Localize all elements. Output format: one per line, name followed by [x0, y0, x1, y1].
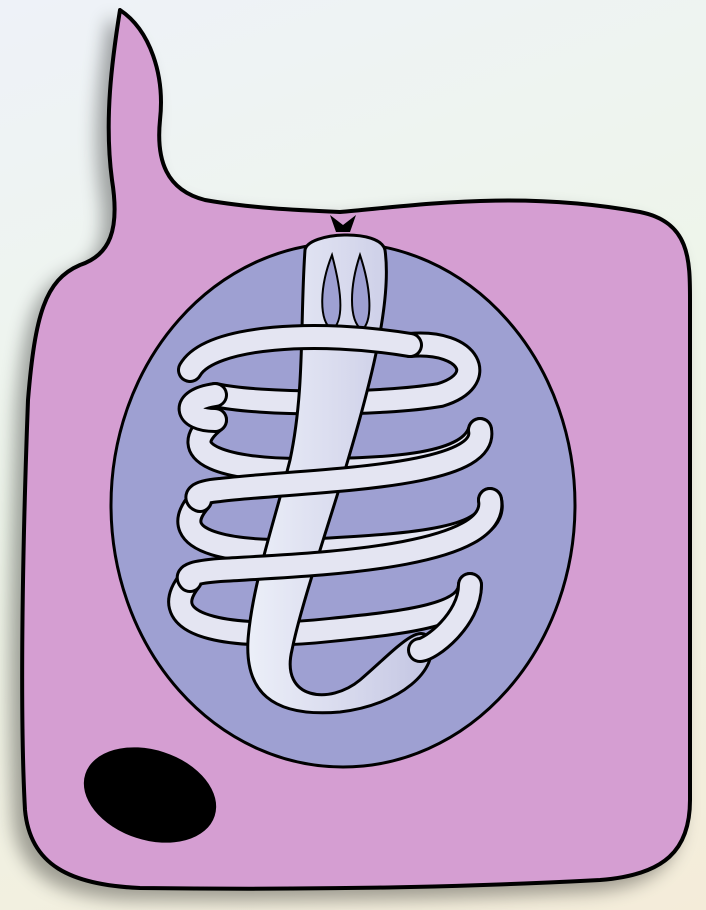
larva-in-cell-illustration — [0, 0, 706, 910]
diagram-canvas — [0, 0, 706, 910]
